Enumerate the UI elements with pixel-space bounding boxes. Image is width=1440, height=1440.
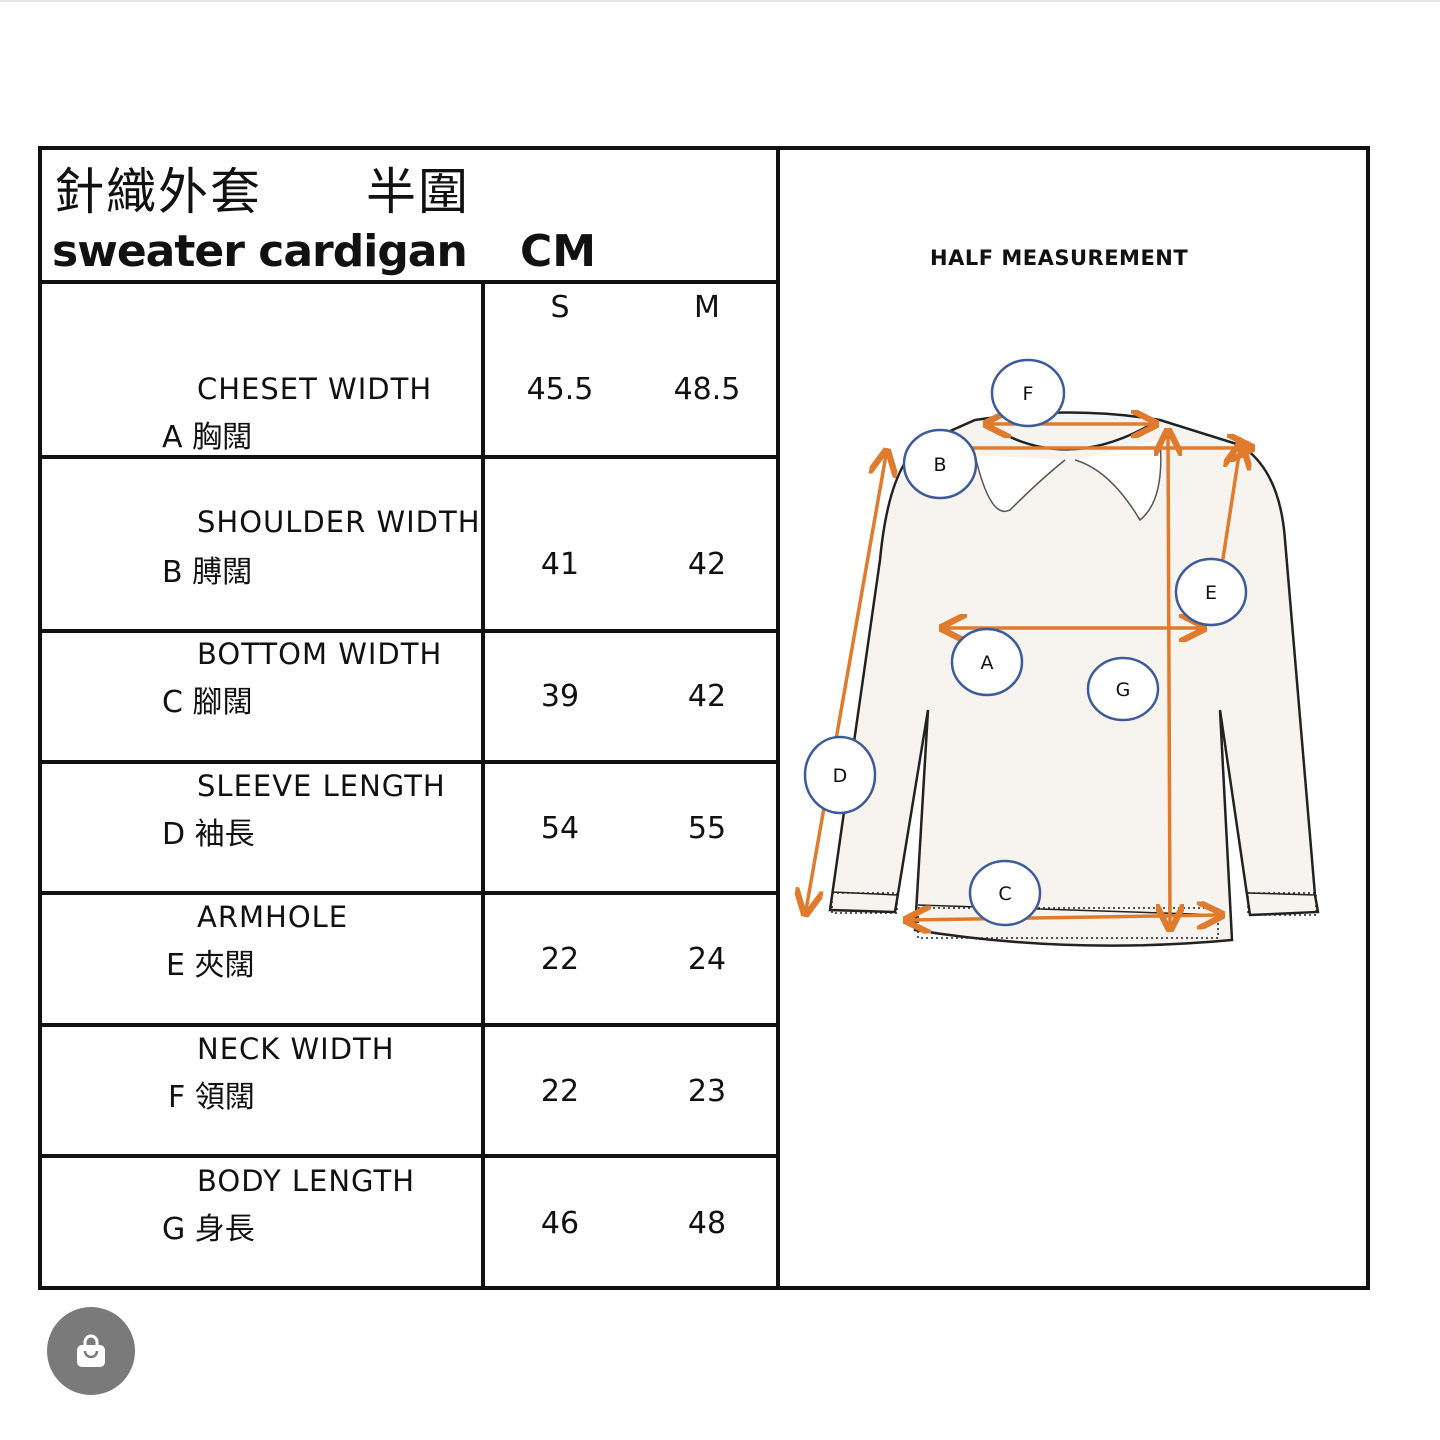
measure-label-en: SHOULDER WIDTH [197, 505, 481, 539]
size-header-m: M [694, 290, 720, 325]
label-a: A [950, 627, 1024, 697]
svg-text:A: A [981, 652, 994, 674]
unit-label: CM [520, 226, 597, 277]
value-m: 55 [687, 811, 727, 846]
value-m: 42 [687, 679, 727, 714]
value-s: 45.5 [526, 372, 594, 407]
svg-text:G: G [1116, 679, 1131, 701]
row-divider [42, 760, 780, 764]
label-g: G [1086, 656, 1160, 722]
measure-label-zh: D 袖長 [162, 817, 255, 852]
measure-label-en: SLEEVE LENGTH [197, 769, 446, 803]
diagram-heading: HALF MEASUREMENT [930, 246, 1189, 270]
measure-label-zh: G 身長 [162, 1212, 255, 1247]
row-divider [42, 1023, 780, 1027]
measure-label-en: BOTTOM WIDTH [197, 637, 443, 671]
measure-label-en: ARMHOLE [197, 900, 349, 934]
label-e: E [1174, 557, 1248, 627]
row-divider [42, 891, 780, 895]
value-s: 54 [540, 811, 580, 846]
label-b: B [902, 428, 978, 500]
value-s: 41 [540, 547, 580, 582]
value-s: 46 [540, 1206, 580, 1241]
header-divider [42, 280, 780, 284]
arrow-d [806, 455, 886, 910]
label-circles: F B E A G D C [803, 358, 1248, 927]
table-row: ARMHOLE E 夾闊 22 24 [42, 891, 780, 1023]
table-row: SHOULDER WIDTH B 膊闊 41 42 [42, 455, 780, 629]
value-m: 48.5 [673, 372, 741, 407]
measure-label-en: CHESET WIDTH [197, 372, 433, 406]
svg-text:E: E [1205, 582, 1217, 604]
svg-text:B: B [933, 454, 946, 476]
measure-label-en: BODY LENGTH [197, 1164, 416, 1198]
shopping-bag-icon [77, 1334, 105, 1367]
svg-text:C: C [998, 883, 1011, 905]
sweater-outline [828, 411, 1320, 947]
measure-label-zh: F 領闊 [168, 1080, 255, 1115]
table-row: NECK WIDTH F 領闊 22 23 [42, 1023, 780, 1154]
svg-text:F: F [1023, 383, 1034, 405]
column-divider [481, 280, 485, 1286]
value-m: 42 [687, 547, 727, 582]
chinese-title: 針織外套 半圍 [54, 163, 470, 221]
shop-button[interactable] [47, 1307, 135, 1395]
value-m: 48 [687, 1206, 727, 1241]
arrow-c [910, 915, 1218, 920]
measure-label-zh: E 夾闊 [166, 948, 255, 983]
row-divider [42, 629, 780, 633]
arrow-e [1220, 448, 1240, 566]
value-s: 22 [540, 1074, 580, 1109]
top-divider [0, 0, 1440, 2]
table-row: SLEEVE LENGTH D 袖長 54 55 [42, 760, 780, 891]
label-f: F [990, 358, 1066, 428]
section-divider [776, 150, 780, 1286]
row-divider [42, 455, 780, 459]
label-c: C [968, 859, 1042, 927]
value-m: 24 [687, 942, 727, 977]
size-chart: 針織外套 半圍 sweater cardigan CM S M CHESET W… [38, 146, 1370, 1290]
label-d: D [803, 735, 877, 815]
measure-label-zh: C 腳闊 [162, 685, 253, 720]
table-row: CHESET WIDTH A 胸闊 45.5 48.5 [42, 280, 780, 455]
table-row: BOTTOM WIDTH C 腳闊 39 42 [42, 629, 780, 760]
measure-label-en: NECK WIDTH [197, 1032, 395, 1066]
svg-text:D: D [833, 765, 848, 787]
row-divider [42, 1154, 780, 1158]
measure-label-zh: B 膊闊 [162, 555, 253, 590]
measure-label-zh: A 胸闊 [162, 420, 253, 455]
value-s: 22 [540, 942, 580, 977]
value-m: 23 [687, 1074, 727, 1109]
size-header-s: S [550, 290, 570, 325]
table-row: BODY LENGTH G 身長 46 48 [42, 1154, 780, 1286]
value-s: 39 [540, 679, 580, 714]
arrow-g [1168, 435, 1170, 925]
english-title: sweater cardigan [52, 226, 468, 277]
